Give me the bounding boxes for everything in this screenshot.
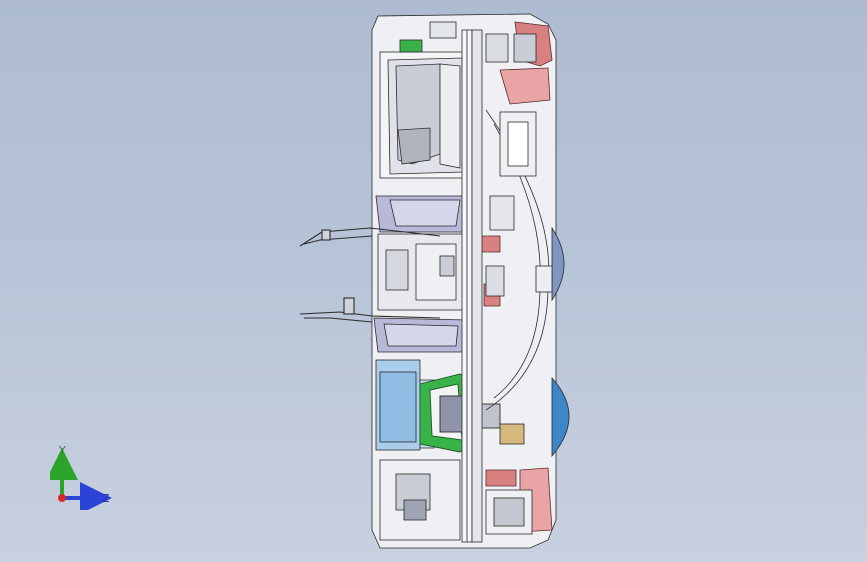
- speaker-covers: [551, 226, 570, 458]
- instrument-cluster-area: [377, 233, 469, 311]
- bottom-components: [379, 459, 533, 541]
- upper-compartment: [379, 39, 471, 179]
- y-axis-label: Y: [58, 444, 66, 457]
- air-duct-upper: [375, 195, 471, 233]
- axis-triad: Y Z: [50, 444, 112, 510]
- x-axis-dot: [58, 494, 66, 502]
- right-panel-outline: [485, 109, 553, 411]
- lower-left-blue-panel: [375, 359, 435, 451]
- center-console-frame: [419, 373, 501, 453]
- tan-component: [499, 423, 525, 445]
- air-duct-lower: [373, 317, 469, 353]
- z-axis-label: Z: [102, 492, 110, 505]
- left-mounting-brackets: [299, 227, 441, 323]
- cross-car-beam: [461, 29, 483, 543]
- top-brackets: [429, 21, 537, 63]
